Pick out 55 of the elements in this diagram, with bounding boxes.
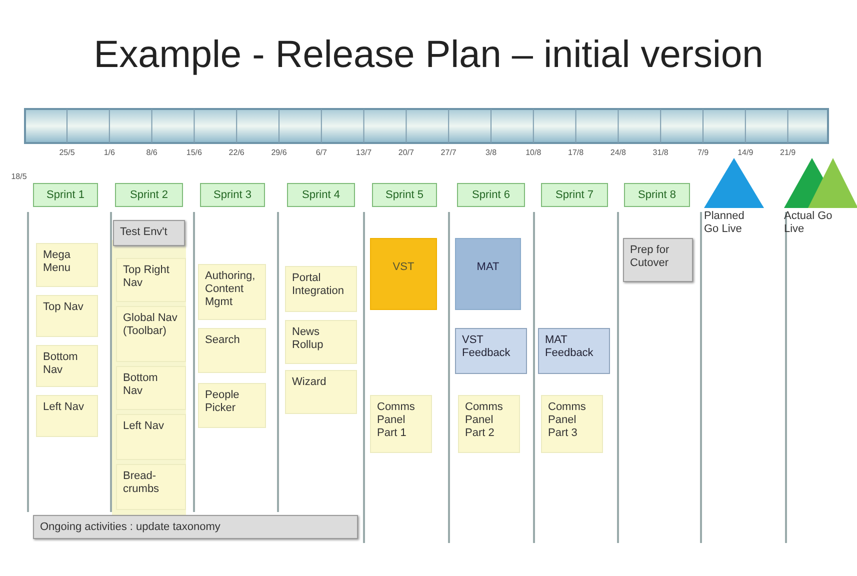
date-label: 8/6	[145, 148, 158, 159]
sticky-note: Bottom Nav	[36, 345, 98, 387]
task-card: Prep for Cutover	[623, 238, 693, 282]
task-card: MAT	[455, 238, 521, 310]
sprint-label: Sprint 3	[200, 183, 265, 207]
title: Example - Release Plan – initial version	[92, 34, 764, 78]
sticky-note: Search	[198, 328, 266, 373]
date-label: 31/8	[652, 148, 670, 159]
sticky-note: Left Nav	[116, 414, 186, 460]
date-label: 18/5	[10, 172, 28, 183]
task-card: MAT Feedback	[538, 328, 610, 374]
date-label: 13/7	[355, 148, 373, 159]
sticky-note: News Rollup	[285, 320, 357, 364]
sticky-note: Top Right Nav	[116, 258, 186, 302]
sticky-note: Portal Integration	[285, 266, 357, 312]
task-card: Test Env't	[113, 220, 185, 246]
sprint-label: Sprint 4	[287, 183, 355, 207]
date-label: 17/8	[567, 148, 585, 159]
sticky-note: Bread-crumbs	[116, 464, 186, 510]
sticky-note: Comms Panel Part 2	[458, 395, 520, 453]
date-label: 29/6	[270, 148, 288, 159]
date-label: 22/6	[228, 148, 246, 159]
sticky-note: Wizard	[285, 370, 357, 414]
sticky-note: Authoring, Content Mgmt	[198, 264, 266, 320]
date-label: 20/7	[397, 148, 415, 159]
date-label: 7/9	[696, 148, 710, 159]
date-label: 14/9	[736, 148, 754, 159]
sticky-note: Global Nav (Toolbar)	[116, 306, 186, 362]
date-label: 3/8	[484, 148, 498, 159]
task-card: VST	[370, 238, 437, 310]
task-card: VST Feedback	[455, 328, 527, 374]
date-label: 15/6	[185, 148, 203, 159]
sprint-label: Sprint 8	[624, 183, 690, 207]
date-label: 6/7	[314, 148, 328, 159]
date-label: 21/9	[779, 148, 797, 159]
task-card: Ongoing activities : update taxonomy	[33, 515, 358, 539]
milestone-label: Actual Go Live	[784, 210, 834, 236]
sprint-label: Sprint 1	[33, 183, 98, 207]
sticky-note: Left Nav	[36, 395, 98, 437]
sprint-label: Sprint 2	[115, 183, 183, 207]
date-label: 10/8	[524, 148, 542, 159]
sticky-note: Comms Panel Part 1	[370, 395, 432, 453]
sticky-note: Top Nav	[36, 295, 98, 337]
date-label: 24/8	[609, 148, 627, 159]
sticky-note: People Picker	[198, 383, 266, 428]
date-label: 25/5	[58, 148, 76, 159]
sprint-label: Sprint 6	[457, 183, 525, 207]
sprint-label: Sprint 5	[372, 183, 437, 207]
sticky-note: Mega Menu	[36, 243, 98, 287]
sticky-note: Bottom Nav	[116, 366, 186, 410]
sticky-note: Comms Panel Part 3	[541, 395, 603, 453]
date-label: 27/7	[440, 148, 458, 159]
date-label: 1/6	[102, 148, 116, 159]
milestone-label: Planned Go Live	[704, 210, 746, 236]
sprint-label: Sprint 7	[541, 183, 608, 207]
